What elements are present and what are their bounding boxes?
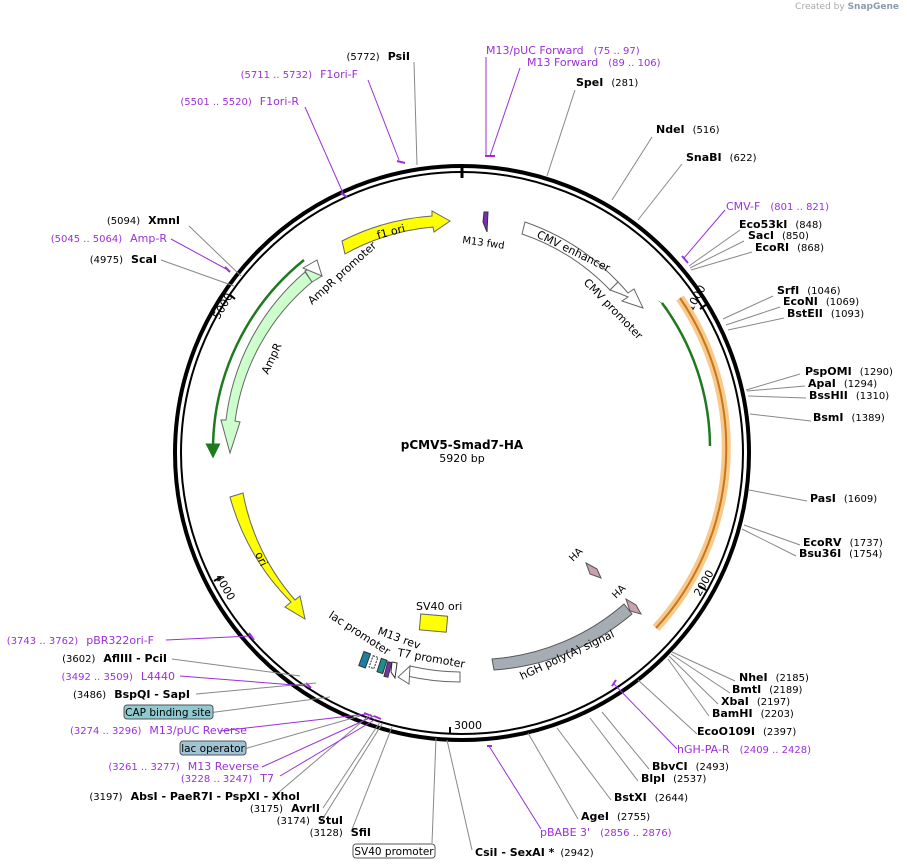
hgh-polya-feature: [491, 603, 633, 671]
primer-label: (5711 .. 5732)F1ori-F: [241, 68, 358, 81]
tick-label-3000: 3000: [454, 719, 482, 732]
t7-promoter-feature: [390, 661, 398, 680]
ampr-label: AmpR: [259, 341, 285, 377]
cap-site-box: [123, 704, 214, 720]
m13-fwd-label: M13 fwd: [462, 235, 506, 252]
primer-label: hGH-PA-R(2409 .. 2428): [677, 743, 811, 756]
site-label: XbaI(2197): [721, 695, 790, 708]
site-label: ApaI(1294): [808, 377, 877, 390]
plasmid-name: pCMV5-Smad7-HA: [401, 438, 524, 452]
site-label: CsiI - SexAI *(2942): [475, 846, 594, 859]
site-label: NdeI(516): [656, 123, 720, 136]
sites-left: (5772)PsiI (5094)XmnI (4975)ScaI (3602)A…: [62, 50, 594, 859]
ori-label: ori: [252, 550, 270, 568]
primer-label: (5045 .. 5064)Amp-R: [51, 232, 168, 245]
site-label: BbvCI(2493): [652, 760, 729, 773]
sv40-promoter-feature: [406, 665, 461, 683]
site-label: (3175)AvrII: [250, 802, 320, 815]
site-label: (5772)PsiI: [346, 50, 410, 63]
sv40-promoter-box: [352, 843, 436, 859]
site-label: EcoRI(868): [755, 241, 824, 254]
ampr-orf-arrow: [205, 259, 305, 459]
m13-rev-feature: [383, 661, 393, 678]
sv40-ori-feature: [418, 613, 449, 633]
leader-lines-primers: [165, 57, 726, 830]
snapgene-credit: Created by SnapGene: [795, 2, 899, 12]
sites-right: SpeI(281) NdeI(516) SnaBI(622) Eco53kI(8…: [576, 76, 893, 823]
ampr-promoter-arrow: [301, 259, 323, 277]
tick-marks: [213, 293, 708, 734]
m13-fwd-feature: [482, 211, 489, 233]
ha-tag-2: [625, 597, 643, 615]
lac-operator-box: [179, 740, 247, 756]
site-label: PasI(1609): [810, 492, 877, 505]
lac-operator-label: lac operator: [181, 743, 245, 755]
lac-operator-feature: [376, 657, 388, 675]
site-label: BssHII(1310): [809, 389, 889, 402]
site-label: BstXI(2644): [614, 791, 688, 804]
site-label: NheI(2185): [739, 671, 809, 684]
sv40-promoter-arrowhead: [397, 664, 411, 685]
site-label: (3486)BspQI - SapI: [73, 688, 190, 701]
site-label: Bsu36I(1754): [799, 547, 883, 560]
primer-label: M13/pUC Forward(75 .. 97): [486, 44, 640, 57]
ampr-feature: [220, 271, 313, 455]
created-by-text: Created by: [795, 2, 845, 12]
site-label: (3128)SfiI: [310, 826, 371, 839]
ha-tag-1-label: HA: [567, 546, 585, 564]
primer-marks: [224, 155, 689, 747]
site-label: SrfI(1046): [777, 284, 841, 297]
plasmid-length: 5920 bp: [439, 452, 484, 465]
sv40-ori-label: SV40 ori: [416, 600, 462, 613]
primer-label: (5501 .. 5520)F1ori-R: [180, 95, 299, 108]
primer-label: (3743 .. 3762)pBR322ori-F: [7, 634, 154, 647]
site-label: BmtI(2189): [732, 683, 803, 696]
primer-label: M13 Forward(89 .. 106): [527, 56, 661, 69]
site-label: SacI(850): [748, 229, 809, 242]
primer-label: (3492 .. 3509)L4440: [61, 670, 175, 683]
site-label: SnaBI(622): [686, 151, 757, 164]
primer-label: (3228 .. 3247)T7: [181, 772, 274, 785]
site-label: SpeI(281): [576, 76, 638, 89]
site-label: (3197)AbsI - PaeR7I - PspXI - XhoI: [89, 790, 300, 803]
cap-site-feature: [358, 650, 372, 669]
f1-ori-feature: [341, 210, 451, 255]
site-label: BamHI(2203): [712, 707, 794, 720]
t7-promoter-label: T7 promoter: [395, 646, 466, 671]
site-label: BsmI(1389): [813, 411, 885, 424]
smad7-orf-head: [657, 300, 670, 310]
primer-labels: M13/pUC Forward(75 .. 97) M13 Forward(89…: [7, 44, 829, 839]
snapgene-brand: SnapGene: [847, 2, 899, 12]
site-label: PspOMI(1290): [805, 365, 893, 378]
leader-lines-left: [160, 61, 473, 851]
cmv-promoter-feature: [609, 281, 644, 309]
f1-ori-label: f1 ori: [375, 222, 406, 242]
site-label: AgeI(2755): [581, 810, 650, 823]
site-label: EcoO109I(2397): [697, 725, 796, 738]
site-label: BstEII(1093): [787, 307, 864, 320]
smad7-region-line: [655, 297, 728, 629]
leader-lines-right: [527, 89, 812, 820]
site-label: BlpI(2537): [641, 772, 706, 785]
site-label: EcoNI(1069): [783, 295, 859, 308]
primer-label: (3274 .. 3296)M13/pUC Reverse: [70, 724, 247, 737]
site-label: EcoRV(1737): [803, 536, 883, 549]
primer-label: (3261 .. 3277)M13 Reverse: [108, 760, 259, 773]
cap-site-label: CAP binding site: [125, 707, 211, 719]
site-label: (3174)StuI: [277, 814, 343, 827]
smad7-orf-arrow: [660, 302, 712, 447]
site-label: Eco53kI(848): [739, 218, 822, 231]
lac-promoter-feature: [368, 655, 379, 670]
ori-feature: [229, 492, 306, 621]
primer-label: pBABE 3'(2856 .. 2876): [540, 826, 672, 839]
cmv-enhancer-label: CMV enhancer: [535, 228, 613, 275]
ha-tag-1: [585, 561, 602, 579]
site-label: (5094)XmnI: [107, 214, 180, 227]
site-label: (3602)AflIII - PciI: [62, 652, 167, 665]
site-label: (4975)ScaI: [90, 253, 157, 266]
sv40-promoter-label: SV40 promoter: [354, 846, 434, 858]
primer-label: CMV-F(801 .. 821): [726, 200, 829, 213]
